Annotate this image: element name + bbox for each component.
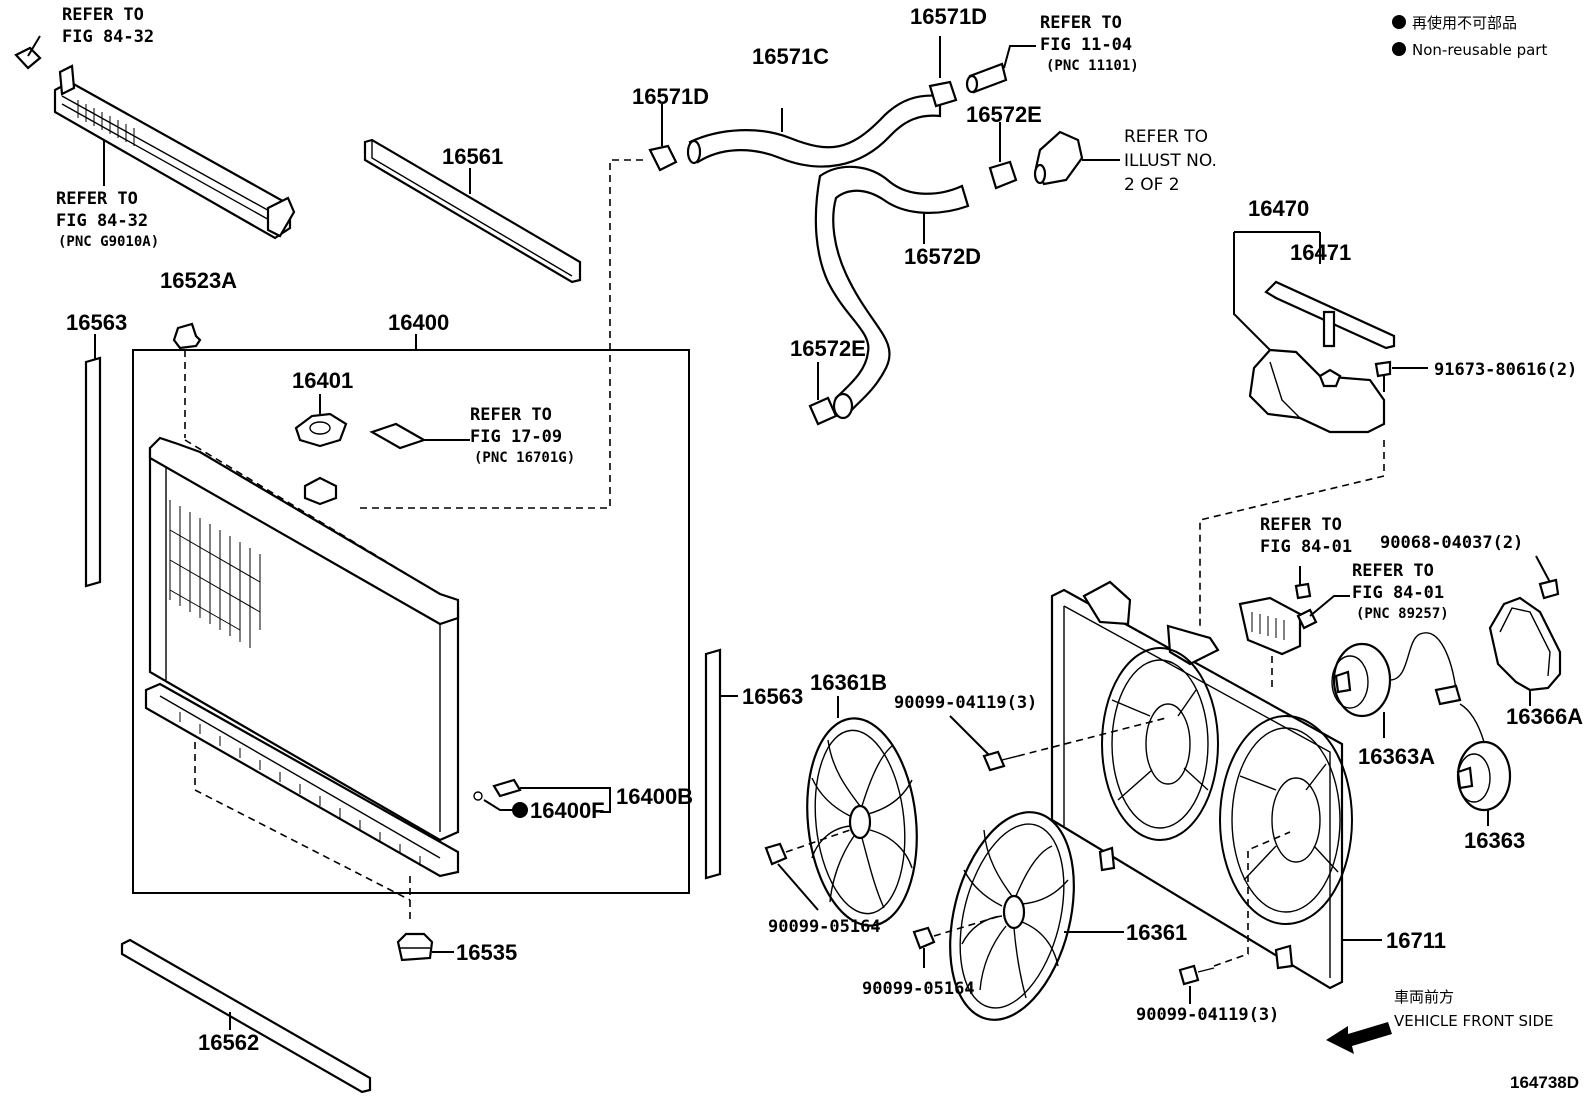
front-side-jp: 車両前方 bbox=[1394, 988, 1454, 1006]
part-number-16400: 16400 bbox=[388, 310, 449, 335]
bolt-icon bbox=[14, 46, 42, 70]
nut-icon bbox=[764, 842, 788, 866]
oil-cooler: REFER TO FIG 84-32 REFER TO FIG 84-32 (P… bbox=[14, 5, 296, 250]
bolt-icon bbox=[1294, 582, 1312, 600]
part-number-16572E: 16572E bbox=[966, 102, 1042, 127]
fig-ref-label: FIG 11-04 bbox=[1040, 35, 1132, 55]
part-number-16535: 16535 bbox=[456, 940, 517, 965]
lower-hose: 16572D 16572E 16572E REFER TO ILLUST NO.… bbox=[790, 102, 1217, 426]
part-number-16572E: 16572E bbox=[790, 336, 866, 361]
part-number-16561: 16561 bbox=[442, 144, 503, 169]
part-number-16361B: 16361B bbox=[810, 670, 887, 695]
refer-to-label: REFER TO bbox=[470, 405, 552, 425]
fan-16361: 16361 90099-05164 bbox=[862, 811, 1187, 1021]
legend: 再使用不可部品 Non-reusable part bbox=[1392, 14, 1547, 59]
refer-to-label: REFER TO bbox=[1352, 561, 1434, 581]
figure-number: 164738D bbox=[1510, 1073, 1579, 1092]
hose-clamp-16572E-top bbox=[988, 160, 1018, 190]
shroud-bolts: 90099-04119(3) 90099-04119(3) bbox=[894, 693, 1291, 1025]
reserve-tank: 16470 16471 91673-80616(2) bbox=[1199, 196, 1577, 630]
part-number-16471: 16471 bbox=[1290, 240, 1351, 265]
part-number-16563: 16563 bbox=[742, 684, 803, 709]
part-number-16400F: 16400F bbox=[530, 798, 605, 823]
illust-page-label: 2 OF 2 bbox=[1124, 175, 1180, 195]
drain-cock bbox=[492, 778, 522, 798]
part-number-16571D: 16571D bbox=[910, 4, 987, 29]
part-number-16563: 16563 bbox=[66, 310, 127, 335]
part-number-16572D: 16572D bbox=[904, 244, 981, 269]
non-reusable-bullet-icon bbox=[512, 802, 528, 818]
caution-label bbox=[369, 422, 427, 450]
legend-jp: 再使用不可部品 bbox=[1412, 14, 1517, 32]
part-number-90068-04037: 90068-04037(2) bbox=[1380, 533, 1523, 553]
fan-motors: 16363A 16363 bbox=[1331, 632, 1525, 853]
refer-to-label: REFER TO bbox=[56, 189, 138, 209]
part-number-16363: 16363 bbox=[1464, 828, 1525, 853]
bolt-icon bbox=[1538, 578, 1560, 600]
refer-to-label: REFER TO bbox=[1124, 127, 1208, 147]
cushion-16523A: 16523A bbox=[160, 268, 237, 438]
part-number-16400B: 16400B bbox=[616, 784, 693, 809]
seal-16561: 16561 bbox=[363, 138, 582, 284]
seal-16563-right: 16563 bbox=[704, 648, 803, 880]
fig-ref-label: FIG 84-01 bbox=[1260, 537, 1352, 557]
front-side-en: VEHICLE FRONT SIDE bbox=[1394, 1012, 1554, 1030]
fan-relay: REFER TO FIG 84-01 REFER TO FIG 84-01 (P… bbox=[1238, 515, 1449, 690]
radiator-cap-16401 bbox=[294, 412, 348, 448]
hose-clamp-16571D-top bbox=[928, 80, 958, 108]
part-number-16711: 16711 bbox=[1386, 928, 1446, 953]
bolt-icon bbox=[1178, 964, 1200, 986]
hose-clamp-16571D-left bbox=[648, 144, 678, 172]
part-number-90099-04119: 90099-04119(3) bbox=[1136, 1005, 1279, 1025]
fig-ref-label: FIG 84-32 bbox=[56, 211, 148, 231]
part-number-91673-80616: 91673-80616(2) bbox=[1434, 360, 1577, 380]
vehicle-front-indicator: 車両前方 VEHICLE FRONT SIDE bbox=[1326, 988, 1554, 1054]
pnc-label: (PNC 16701G) bbox=[474, 450, 575, 466]
fig-ref-label: FIG 84-32 bbox=[62, 27, 154, 47]
part-number-16571C: 16571C bbox=[752, 44, 829, 69]
fan-16361B: 16361B 90099-05164 bbox=[764, 670, 918, 937]
nut-icon bbox=[912, 926, 936, 950]
pnc-label: (PNC G9010A) bbox=[58, 234, 159, 250]
motor-cover: 90068-04037(2) 16366A bbox=[1380, 533, 1583, 729]
part-number-16401: 16401 bbox=[292, 368, 353, 393]
front-arrow-icon bbox=[1326, 1022, 1392, 1054]
cushion-16535: 16535 bbox=[396, 932, 517, 965]
non-reusable-bullet-icon bbox=[1392, 15, 1406, 29]
part-number-16361: 16361 bbox=[1126, 920, 1187, 945]
part-number-16470: 16470 bbox=[1248, 196, 1309, 221]
fig-ref-label: FIG 84-01 bbox=[1352, 583, 1444, 603]
bolt-icon bbox=[1374, 360, 1392, 378]
part-number-90099-05164: 90099-05164 bbox=[768, 917, 881, 937]
hose-clamp-16572E-bottom bbox=[808, 396, 838, 426]
refer-to-label: REFER TO bbox=[1040, 13, 1122, 33]
part-number-90099-04119: 90099-04119(3) bbox=[894, 693, 1037, 713]
illust-ref-label: ILLUST NO. bbox=[1124, 151, 1217, 171]
legend-en: Non-reusable part bbox=[1412, 41, 1547, 59]
fig-ref-label: FIG 17-09 bbox=[470, 427, 562, 447]
pnc-label: (PNC 11101) bbox=[1046, 58, 1139, 74]
part-number-16523A: 16523A bbox=[160, 268, 237, 293]
refer-to-label: REFER TO bbox=[62, 5, 144, 25]
part-number-16571D: 16571D bbox=[632, 84, 709, 109]
non-reusable-bullet-icon bbox=[1392, 42, 1406, 56]
pnc-label: (PNC 89257) bbox=[1356, 606, 1449, 622]
upper-hose: 16571C 16571D 16571D REFER TO FIG 11-04 … bbox=[632, 4, 1139, 172]
seal-16563-left: 16563 bbox=[66, 310, 127, 588]
part-number-16562: 16562 bbox=[198, 1030, 259, 1055]
part-number-16366A: 16366A bbox=[1506, 704, 1583, 729]
bolt-icon bbox=[982, 750, 1006, 772]
seal-16562: 16562 bbox=[120, 938, 372, 1094]
fan-shroud: 16711 bbox=[1050, 580, 1446, 990]
part-number-16363A: 16363A bbox=[1358, 744, 1435, 769]
radiator-cap-neck bbox=[303, 476, 338, 506]
refer-to-label: REFER TO bbox=[1260, 515, 1342, 535]
radiator-assembly: 16400 16401 bbox=[132, 159, 693, 920]
part-number-90099-05164: 90099-05164 bbox=[862, 979, 975, 999]
